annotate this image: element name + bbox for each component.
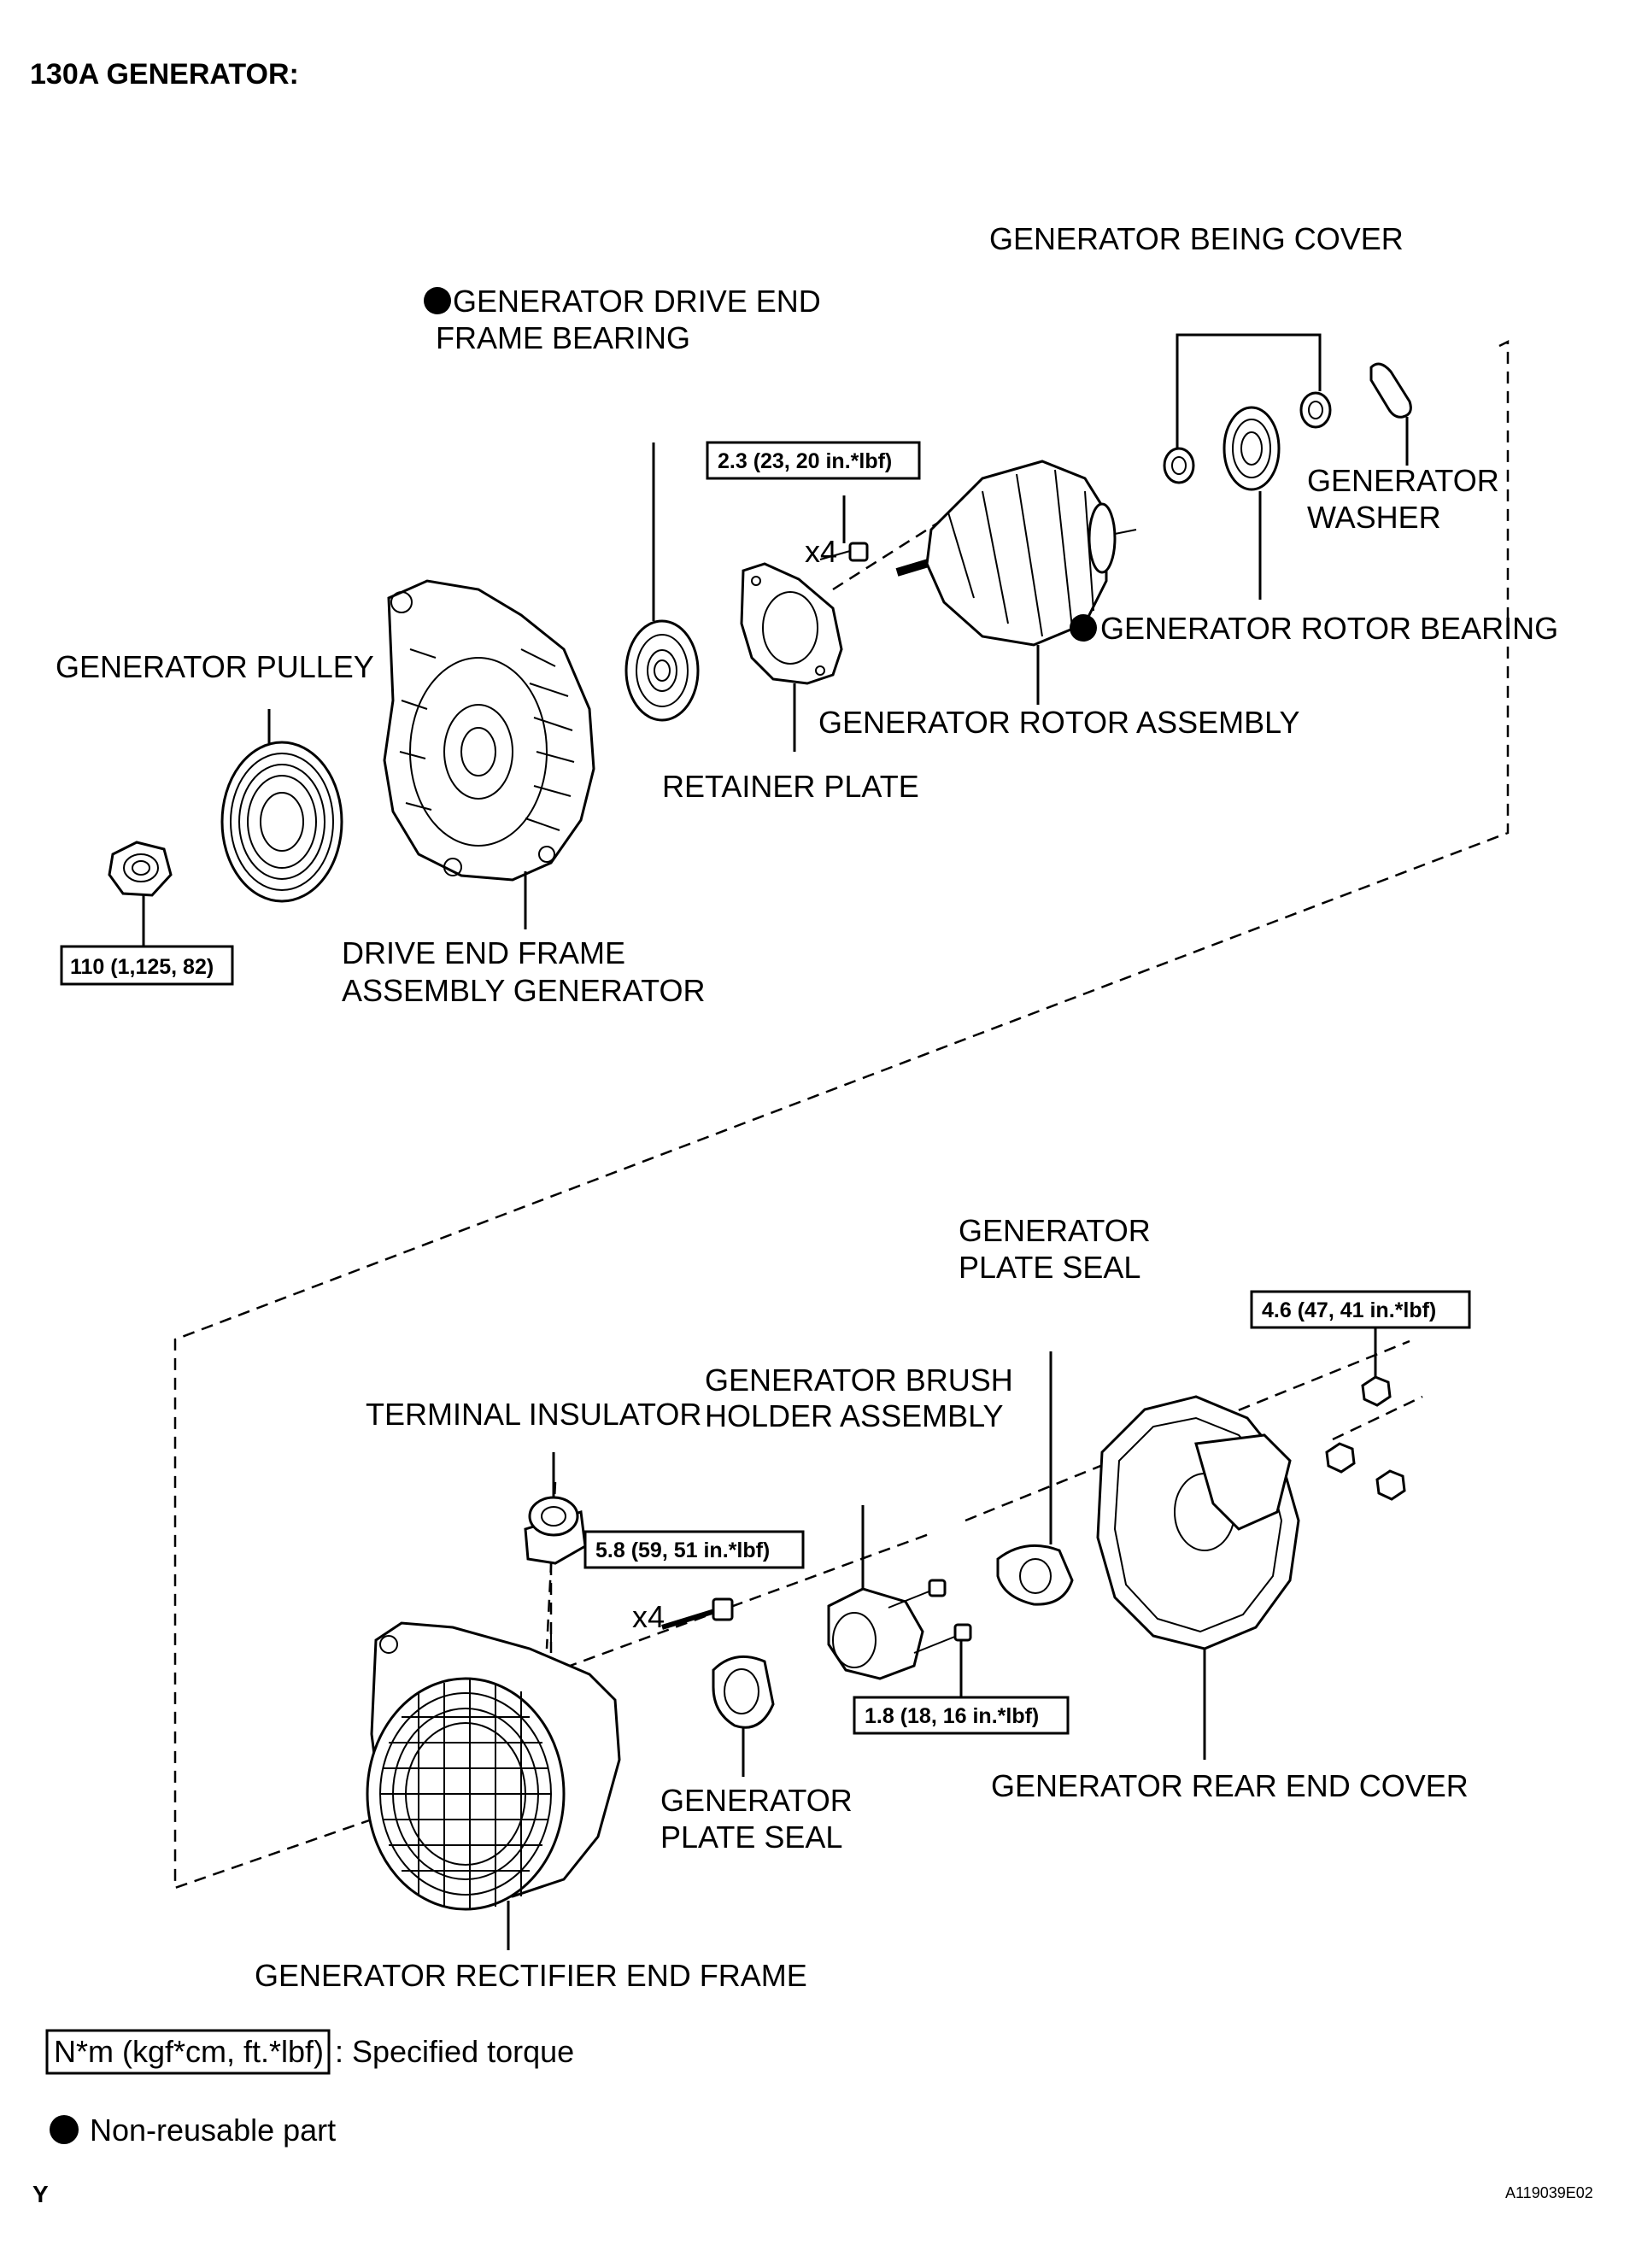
qty-rotor-bolts: x4 (805, 534, 837, 569)
torque-box-rear-cover-nut: 4.6 (47, 41 in.*lbf) (1250, 1290, 1471, 1329)
label-generator-rotor-assembly: GENERATOR ROTOR ASSEMBLY (818, 705, 1299, 740)
retainer-plate (740, 562, 843, 752)
label-plate-seal-top: PLATE SEAL (959, 1250, 1140, 1285)
label-generator-pulley: GENERATOR PULLEY (56, 649, 374, 684)
svg-text:2.3 (23, 20 in.*lbf): 2.3 (23, 20 in.*lbf) (718, 449, 892, 473)
rear-end-cover (1096, 1395, 1300, 1760)
label-rear-end-cover: GENERATOR REAR END COVER (991, 1768, 1469, 1803)
svg-text:4.6 (47, 41 in.*lbf): 4.6 (47, 41 in.*lbf) (1262, 1298, 1436, 1322)
label-drive-end-frame-bearing: GENERATOR DRIVE END (453, 284, 821, 319)
label-drive-end-frame-bearing: FRAME BEARING (436, 320, 690, 355)
label-brush-holder-assembly: HOLDER ASSEMBLY (705, 1398, 1003, 1433)
pulley-nut (108, 841, 173, 946)
bearing-cover-washer (1163, 333, 1332, 484)
label-plate-seal-bottom: GENERATOR (660, 1783, 853, 1818)
brush-holder-screw (888, 1579, 972, 1712)
label-plate-seal-top: GENERATOR (959, 1213, 1151, 1248)
label-terminal-insulator: TERMINAL INSULATOR (366, 1397, 701, 1432)
generator-rotor-bearing (1222, 406, 1281, 600)
label-brush-holder-assembly: GENERATOR BRUSH (705, 1363, 1013, 1398)
torque-box-pulley-nut: 110 (1,125, 82) (60, 945, 234, 986)
label-retainer-plate: RETAINER PLATE (662, 769, 919, 804)
through-bolt (661, 1597, 734, 1630)
legend-torque-desc: : Specified torque (335, 2034, 574, 2069)
footer-left-mark: Y (32, 2181, 49, 2207)
retainer-screw (819, 495, 869, 562)
label-drive-end-frame-assembly: ASSEMBLY GENERATOR (342, 973, 705, 1008)
legend-specified-torque: N*m (kgf*cm, ft.*lbf) : Specified torque (45, 2029, 574, 2075)
drive-end-frame-bearing (624, 442, 700, 722)
nonreusable-dot (424, 287, 451, 314)
label-generator-being-cover: GENERATOR BEING COVER (989, 221, 1404, 256)
drive-end-frame (383, 579, 595, 929)
generator-washer (1369, 362, 1412, 466)
label-generator-rotor-bearing: GENERATOR ROTOR BEARING (1100, 611, 1558, 646)
plate-seal-upper (996, 1351, 1074, 1606)
label-rectifier-end-frame: GENERATOR RECTIFIER END FRAME (255, 1958, 807, 1993)
brush-holder-assembly (827, 1505, 924, 1680)
plate-seal-bottom (712, 1655, 775, 1777)
generator-pulley (220, 709, 343, 903)
label-plate-seal-bottom: PLATE SEAL (660, 1820, 842, 1855)
label-generator-washer: WASHER (1307, 500, 1441, 535)
legend-nonreusable-desc: Non-reusable part (90, 2113, 336, 2148)
torque-box-through-bolt: 5.8 (59, 51 in.*lbf) (583, 1530, 805, 1569)
legend-nonreusable-part: Non-reusable part (50, 2113, 336, 2148)
rectifier-end-frame (366, 1621, 621, 1950)
torque-box-brush-holder-screw: 1.8 (18, 16 in.*lbf) (853, 1696, 1070, 1735)
rear-cover-nut (1325, 1327, 1406, 1501)
svg-text:110 (1,125, 82): 110 (1,125, 82) (70, 955, 214, 979)
legend-torque-units: N*m (kgf*cm, ft.*lbf) (54, 2034, 324, 2069)
svg-text:1.8 (18, 16 in.*lbf): 1.8 (18, 16 in.*lbf) (865, 1704, 1039, 1728)
generator-rotor-assembly (895, 460, 1137, 705)
terminal-insulator (524, 1452, 587, 1565)
label-generator-washer: GENERATOR (1307, 463, 1499, 498)
svg-text:5.8 (59, 51 in.*lbf): 5.8 (59, 51 in.*lbf) (595, 1538, 770, 1562)
qty-frame-bolts: x4 (632, 1599, 665, 1634)
nonreusable-dot (1070, 614, 1097, 642)
figure-id: A119039E02 (1505, 2184, 1593, 2201)
torque-box-retainer-screw: 2.3 (23, 20 in.*lbf) (706, 441, 921, 480)
diagram-title: 130A GENERATOR: (30, 58, 299, 91)
label-drive-end-frame-assembly: DRIVE END FRAME (342, 935, 625, 970)
